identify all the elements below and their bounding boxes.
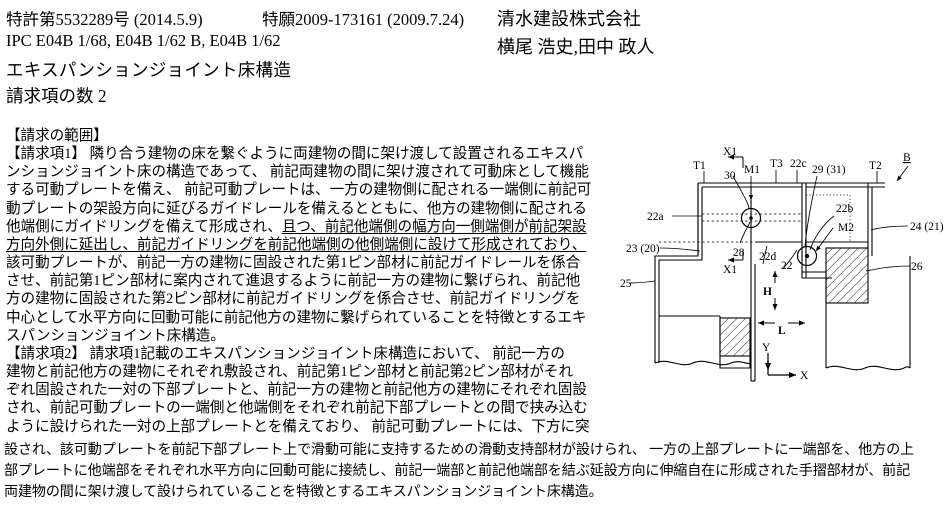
label-m2: M2 xyxy=(838,222,854,234)
patent-figure: X1 X1 B T1 T2 T3 M1 M2 30 28 22a 22b 22c… xyxy=(620,138,950,408)
claim-line: ンションジョイント床の構造であって、 前記両建物の間に架け渡されて可動床として機… xyxy=(6,164,589,181)
label-29-31: 29 (31) xyxy=(812,164,846,176)
label-22d: 22d xyxy=(759,251,777,263)
claim-line: 【請求項2】 請求項1記載のエキスパンションジョイント床構造において、 前記一方… xyxy=(6,345,565,362)
claim-line-amended: 方向外側に延出し、前記ガイドリングを前記他端側の他側端側に設けて形成されており、 xyxy=(6,236,587,253)
label-x1-top: X1 xyxy=(723,146,737,158)
left-deck-right-edge xyxy=(750,260,756,382)
inventor-names: 横尾 浩史,田中 政人 xyxy=(497,37,655,57)
hidden-outline-dashed xyxy=(701,187,851,256)
figure-labels: X1 X1 B T1 T2 T3 M1 M2 30 28 22a 22b 22c… xyxy=(620,146,944,382)
second-pin-member-m2 xyxy=(796,245,818,267)
bottom-paragraph-line: 部プレートに他端部をそれぞれ水平方向に回動可能に接続し、前記一端部と前記他端部を… xyxy=(4,463,911,479)
claim-count: 請求項の数 2 xyxy=(6,86,107,106)
dimension-lines xyxy=(758,271,805,326)
claims-text-block: 【請求の範囲】 【請求項1】 隣り合う建物の床を繋ぐように両建物の間に架け渡して… xyxy=(6,127,618,436)
coordinate-axes xyxy=(764,353,796,379)
claim-line: 中心として水平方向に回動可能に前記他方の建物に繋げられていることを特徴とするエキ xyxy=(6,309,587,326)
applicant-name: 清水建設株式会社 xyxy=(497,9,641,29)
label-26: 26 xyxy=(911,261,923,273)
claim-line: ように設けられた一対の上部プレートとを備えており、 前記可動プレートには、下方に… xyxy=(6,418,590,435)
label-22c: 22c xyxy=(790,158,807,170)
claim-line: する可動プレートを備え、 前記可動プレートは、一方の建物側に配される一端側に前記… xyxy=(6,182,592,199)
label-22a: 22a xyxy=(647,211,664,223)
bottom-paragraph-line: 両建物の間に架け渡して設けられていることを特徴とするエキスパンションジョイント床… xyxy=(4,484,603,500)
claim-line: 方の建物に固設された第2ピン部材に前記ガイドリングを係合させ、前記ガイドリングを xyxy=(6,291,581,308)
claim-line: 動プレートの架設方向に延びるガイドレールを備えるとともに、他方の建物側に配される xyxy=(6,200,587,217)
label-dim-h: H xyxy=(763,286,772,298)
claims-continuation-paragraph: 設され、該可動プレートを前記下部プレート上で滑動可能に支持するための滑動支持部材… xyxy=(4,440,948,503)
page-title: エキスパンションジョイント床構造 xyxy=(6,60,292,80)
label-25: 25 xyxy=(620,278,632,290)
bottom-paragraph-line: 設され、該可動プレートを前記下部プレート上で滑動可能に支持するための滑動支持部材… xyxy=(4,442,914,458)
claim-line: 【請求項1】 隣り合う建物の床を繋ぐように両建物の間に架け渡して設置されるエキス… xyxy=(6,146,584,163)
right-hatched-block xyxy=(825,247,869,304)
claim-line: 建物と前記他方の建物にそれぞれ敷設され、前記第1ピン部材と前記第2ピン部材がそれ xyxy=(6,364,574,381)
label-t1: T1 xyxy=(693,160,706,172)
claim-line: ぞれ固設された一対の下部プレートと、前記一方の建物と前記他方の建物にそれぞれ固設 xyxy=(6,382,587,399)
label-m1: M1 xyxy=(744,164,760,176)
expansion-joint-floor-diagram: X1 X1 B T1 T2 T3 M1 M2 30 28 22a 22b 22c… xyxy=(620,146,944,382)
label-axis-y: Y xyxy=(762,342,771,354)
document-header: 特許第5532289号 (2014.5.9) 特願2009-173161 (20… xyxy=(0,0,950,110)
claim-line: され、前記可動プレートの一端側と他端側をそれぞれ前記下部プレートとの間で挟み込む xyxy=(6,400,588,417)
ipc-classification: IPC E04B 1/68, E04B 1/62 B, E04B 1/62 xyxy=(6,31,281,50)
claims-heading: 【請求の範囲】 xyxy=(6,128,108,144)
label-22b: 22b xyxy=(836,203,854,215)
claim-line: させ、前記第1ピン部材に案内されて進退するように前記一方の建物に繋げられ、前記他 xyxy=(6,273,581,290)
header-top-row: 特許第5532289号 (2014.5.9) 特願2009-173161 (20… xyxy=(6,6,646,29)
claim-line: 該可動プレートが、前記一方の建物に固設された第1ピン部材に前記ガイドレールを係合 xyxy=(6,255,581,272)
claim-line-amended-segment: 且つ、前記他端側の幅方向一側端側が前記架設 xyxy=(281,218,587,235)
label-24-21: 24 (21) xyxy=(910,221,944,233)
label-28: 28 xyxy=(733,247,745,259)
claim-line-mixed-underline: 他端側にガイドリングを備えて形成され、且つ、前記他端側の幅方向一側端側が前記架設 xyxy=(6,218,618,236)
label-23-20: 23 (20) xyxy=(626,243,660,255)
label-22: 22 xyxy=(781,260,793,272)
label-t2: T2 xyxy=(869,160,882,172)
label-dim-l: L xyxy=(778,325,786,337)
claim-line-plain: 他端側にガイドリングを備えて形成され、 xyxy=(6,218,282,235)
label-t3: T3 xyxy=(770,158,783,170)
lower-left-hatched-block xyxy=(719,317,751,369)
guide-rail-dashed-lines xyxy=(659,213,802,243)
label-axis-x: X xyxy=(800,370,809,382)
label-b: B xyxy=(903,152,911,164)
claim-line: スパンションジョイント床構造。 xyxy=(6,327,225,344)
first-pin-member-m1 xyxy=(740,207,762,229)
application-number: 特願2009-173161 (2009.7.24) xyxy=(262,10,465,29)
patent-number: 特許第5532289号 (2014.5.9) xyxy=(6,10,203,29)
label-30: 30 xyxy=(724,170,736,182)
section-markers-x1 xyxy=(728,154,744,263)
label-x1-bottom: X1 xyxy=(723,264,737,276)
leader-lines xyxy=(628,165,911,284)
